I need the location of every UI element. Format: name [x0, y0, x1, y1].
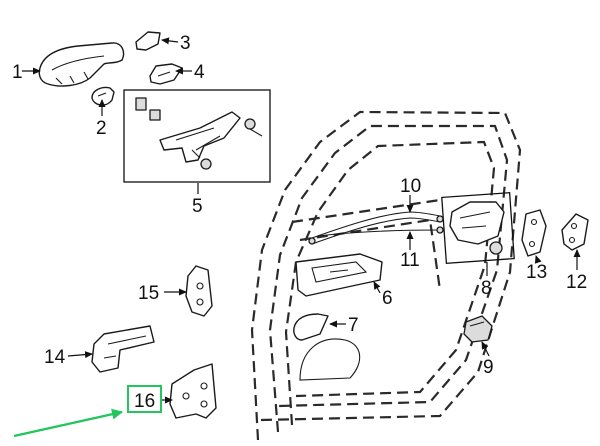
highlight-annotation — [13, 385, 162, 438]
callout-7: 7 — [348, 315, 359, 336]
upper-hinge-part — [185, 265, 213, 317]
callout-4: 4 — [194, 62, 205, 83]
callout-6: 6 — [382, 288, 393, 309]
callout-13: 13 — [526, 262, 547, 283]
latch-part — [463, 315, 493, 343]
door-outline — [250, 110, 522, 441]
key-cover-part — [149, 63, 183, 85]
plate-part — [521, 209, 547, 257]
cables-part — [308, 211, 444, 245]
callout-5: 5 — [192, 196, 203, 217]
bracket-assembly-box — [123, 89, 271, 183]
leader-lines — [22, 37, 581, 404]
striker-part — [561, 213, 589, 251]
highlight-arrow — [13, 408, 123, 438]
callout-10: 10 — [400, 176, 421, 197]
callout-2: 2 — [96, 118, 107, 139]
lock-assembly-part — [441, 192, 515, 264]
callout-1: 1 — [12, 62, 23, 83]
callout-14: 14 — [44, 347, 66, 368]
handle-pad-part — [91, 86, 115, 106]
callout-15: 15 — [138, 283, 159, 304]
callout-3: 3 — [180, 33, 191, 54]
callout-11: 11 — [400, 250, 420, 271]
lower-hinge-part — [169, 363, 217, 419]
highlight-box — [127, 385, 162, 413]
callout-numbers: 1 2 3 4 5 6 7 8 9 10 11 12 13 14 15 16 — [12, 33, 587, 412]
outside-handle-part — [38, 42, 125, 87]
handle-cover-part — [135, 31, 161, 51]
callout-16: 16 — [134, 391, 155, 412]
bracket-assembly-part — [123, 89, 271, 183]
door-speaker-opening — [299, 338, 361, 381]
callout-12: 12 — [566, 272, 587, 293]
trim-panel-part — [293, 313, 329, 341]
callout-9: 9 — [483, 357, 494, 378]
callout-8: 8 — [481, 278, 492, 299]
inside-handle-part — [295, 253, 383, 297]
door-check-part — [91, 325, 155, 373]
